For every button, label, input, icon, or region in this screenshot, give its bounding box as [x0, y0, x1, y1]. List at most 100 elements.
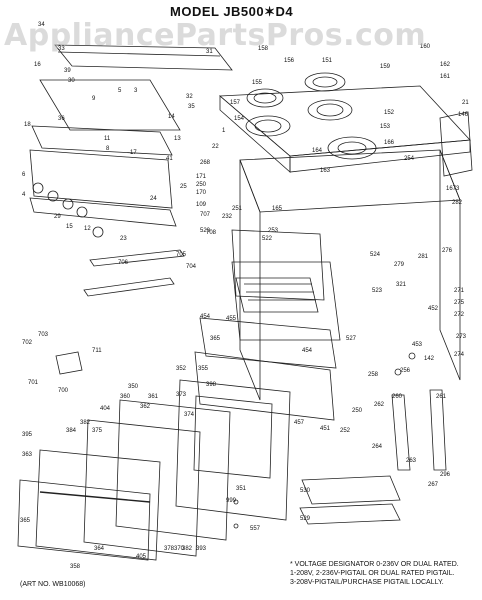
part-number-label: 21 — [462, 100, 469, 106]
part-number-label: 39 — [64, 68, 71, 74]
part-number-label: 405 — [136, 554, 147, 560]
part-number-label: 260 — [392, 394, 403, 400]
part-number-label: 23 — [120, 236, 127, 242]
part-number-label: 370 — [174, 546, 185, 552]
part-number-label: 398 — [206, 382, 217, 388]
part-number-label: 155 — [252, 80, 263, 86]
part-number-label: 706 — [118, 260, 129, 266]
upper-oven-cavity — [231, 229, 325, 301]
part-number-label: 253 — [268, 228, 279, 234]
part-number-label: 22 — [212, 144, 219, 150]
part-number-label: 527 — [346, 336, 357, 342]
door-handle — [39, 491, 151, 503]
part-number-label: 30 — [68, 78, 75, 84]
part-number-label: 454 — [302, 348, 313, 354]
part-number-label: 271 — [454, 288, 465, 294]
part-number-label: 13 — [174, 136, 181, 142]
side-vent-panel — [439, 111, 473, 177]
knob-1 — [32, 182, 44, 194]
part-number-label: 455 — [226, 316, 237, 322]
part-number-label: 18 — [24, 122, 31, 128]
part-number-label: 708 — [206, 230, 217, 236]
hinge-right — [429, 389, 447, 471]
drawer-panel — [194, 351, 335, 421]
part-number-label: 4 — [22, 192, 26, 198]
part-number-label: 705 — [176, 252, 187, 258]
knob-5 — [92, 226, 104, 238]
part-number-label: 170 — [196, 190, 207, 196]
part-number-label: 282 — [452, 200, 463, 206]
part-number-label: 321 — [396, 282, 407, 288]
part-number-label: 156 — [284, 58, 295, 64]
part-number-label: 32 — [186, 94, 193, 100]
part-number-label: 352 — [176, 366, 187, 372]
part-number-label: 350 — [128, 384, 139, 390]
note-line-1: * VOLTAGE DESIGNATOR 0-236V OR DUAL RATE… — [290, 561, 459, 568]
watermark-text: AppliancePartsPros.com — [4, 18, 427, 53]
control-panel-front — [31, 125, 173, 156]
part-number-label: 33 — [58, 46, 65, 52]
part-number-label: 9 — [92, 96, 96, 102]
part-number-label: 393 — [196, 546, 207, 552]
burner-center-rear-inner — [312, 76, 338, 88]
part-number-label: 451 — [320, 426, 331, 432]
part-number-label: 358 — [70, 564, 81, 570]
part-number-label: 365 — [20, 518, 31, 524]
burner-left-rear — [246, 88, 284, 108]
oven-body-side — [439, 149, 461, 381]
burner-center-inner — [316, 103, 344, 117]
part-number-label: 362 — [140, 404, 151, 410]
part-number-label: 529 — [300, 516, 311, 522]
oven-door-outer — [35, 449, 161, 561]
part-number-label: 15 — [66, 224, 73, 230]
part-number-label: 160 — [420, 44, 431, 50]
part-number-label: 251 — [232, 206, 243, 212]
part-number-label: 165 — [272, 206, 283, 212]
part-number-label: 6 — [22, 172, 26, 178]
part-number-label: 159 — [380, 64, 391, 70]
drawer-front — [199, 317, 337, 369]
part-number-label: 274 — [454, 352, 465, 358]
part-number-label: 1673 — [446, 186, 460, 192]
part-number-label: 281 — [418, 254, 429, 260]
part-number-label: 256 — [400, 368, 411, 374]
part-number-label: 157 — [230, 100, 241, 106]
cooktop-rim — [289, 139, 471, 173]
part-number-label: 454 — [200, 314, 211, 320]
burner-center-rear — [304, 72, 346, 92]
part-number-label: 701 — [28, 380, 39, 386]
part-number-label: 360 — [120, 394, 131, 400]
voltage-note: * VOLTAGE DESIGNATOR 0-236V OR DUAL RATE… — [290, 560, 459, 587]
part-number-label: 457 — [294, 420, 305, 426]
control-trim-lower — [29, 197, 177, 227]
part-number-label: 557 — [250, 526, 261, 532]
part-number-label: 373 — [176, 392, 187, 398]
part-number-label: 153 — [380, 124, 391, 130]
part-number-label: 395 — [22, 432, 33, 438]
part-number-label: 1 — [222, 128, 226, 134]
part-number-label: 16 — [34, 62, 41, 68]
part-number-label: 364 — [94, 546, 105, 552]
part-number-label: 161 — [440, 74, 451, 80]
burner-left-front-inner — [254, 119, 282, 133]
part-number-label: 154 — [234, 116, 245, 122]
part-number-label: 3 — [134, 88, 138, 94]
oven-door-glass — [83, 419, 201, 557]
bracket-700 — [55, 351, 83, 375]
part-number-label: 707 — [200, 212, 211, 218]
part-number-label: 452 — [428, 306, 439, 312]
part-number-label: 268 — [200, 160, 211, 166]
knob-2 — [47, 190, 59, 202]
part-number-label: 262 — [374, 402, 385, 408]
part-number-label: 12 — [84, 226, 91, 232]
part-number-label: 5 — [118, 88, 122, 94]
part-number-label: 142 — [424, 356, 435, 362]
part-number-label: 382 — [80, 420, 91, 426]
hinge-left — [391, 394, 411, 471]
control-trim — [29, 149, 173, 209]
art-number: (ART NO. WB10068) — [20, 581, 86, 588]
part-number-label: 375 — [92, 428, 103, 434]
part-number-label: 711 — [92, 348, 102, 354]
part-number-label: 276 — [442, 248, 453, 254]
